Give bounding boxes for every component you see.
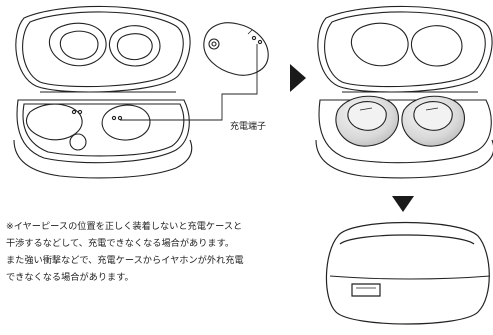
note-line: また強い衝撃などで、充電ケースからイヤホンが外れ充電 <box>6 255 244 266</box>
closed-case <box>325 221 491 325</box>
open-case-with-earbuds <box>315 5 493 179</box>
earbud-right <box>401 95 466 147</box>
earbud-detail <box>120 22 269 121</box>
note-line: ※イヤーピースの位置を正しく装着しないと充電ケースと <box>6 221 243 232</box>
note-line: できなくなる場合があります。 <box>6 272 134 283</box>
arrow-down-icon <box>392 196 414 212</box>
caution-note: ※イヤーピースの位置を正しく装着しないと充電ケースと 干渉するなどして、充電でき… <box>6 218 326 286</box>
earbud-left <box>335 95 400 147</box>
open-case-empty <box>13 5 193 179</box>
arrow-right-icon <box>290 64 306 92</box>
charging-terminal-label: 充電端子 <box>230 122 267 132</box>
note-line: 干渉するなどして、充電できなくなる場合があります。 <box>6 238 235 249</box>
